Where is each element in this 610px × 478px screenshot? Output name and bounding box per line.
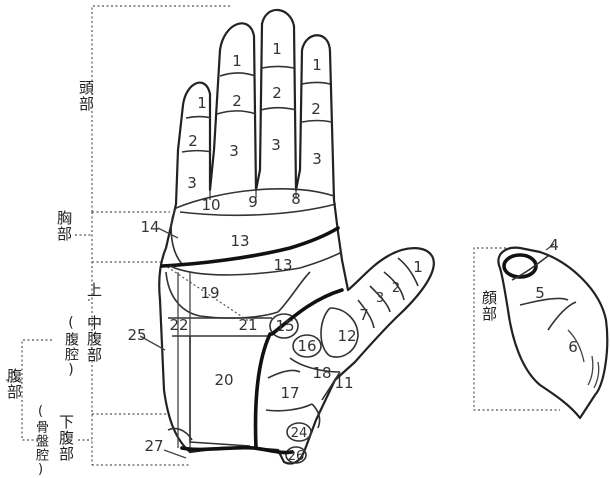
zone-number: 15 (275, 317, 294, 335)
zone-number: 8 (291, 190, 301, 208)
zone-number: 3 (187, 174, 197, 192)
zone-number: 3 (271, 136, 281, 154)
zone-numbers: 1 1 1 1 1 2 2 2 2 2 3 3 3 3 3 4 5 6 7 8 … (127, 40, 577, 464)
zone-number: 14 (140, 218, 159, 236)
zone-number: 11 (334, 374, 353, 392)
zone-number: 2 (392, 281, 400, 296)
zone-number: 2 (188, 132, 198, 150)
zone-number: 26 (288, 449, 305, 464)
zone-number: 9 (248, 193, 258, 211)
zone-number: 1 (312, 56, 322, 74)
zone-number: 2 (272, 84, 282, 102)
zone-number: 27 (144, 437, 163, 455)
zone-number: 17 (280, 384, 299, 402)
zone-number: 12 (337, 327, 356, 345)
zone-number: 3 (229, 142, 239, 160)
zone-number: 3 (376, 291, 384, 306)
zone-number: 13 (230, 232, 249, 250)
zone-number: 1 (272, 40, 282, 58)
zone-number: 22 (169, 316, 188, 334)
zone-number: 20 (214, 371, 233, 389)
zone-number: 1 (413, 258, 423, 276)
zone-number: 25 (127, 326, 146, 344)
zone-number: 1 (197, 94, 207, 112)
zone-number: 10 (201, 196, 220, 214)
zone-number: 4 (549, 236, 559, 254)
zone-number: 1 (232, 52, 242, 70)
zone-number: 19 (200, 284, 219, 302)
face-view (498, 244, 607, 418)
zone-number: 5 (535, 284, 545, 302)
zone-number: 2 (232, 92, 242, 110)
zone-number: 21 (238, 316, 257, 334)
zone-number: 18 (312, 364, 331, 382)
zone-number: 2 (311, 100, 321, 118)
zone-number: 24 (291, 426, 308, 441)
zone-number: 3 (312, 150, 322, 168)
zone-number: 7 (359, 306, 369, 324)
zone-number: 16 (297, 337, 316, 355)
zone-number: 13 (273, 256, 292, 274)
zone-number: 6 (568, 338, 578, 356)
